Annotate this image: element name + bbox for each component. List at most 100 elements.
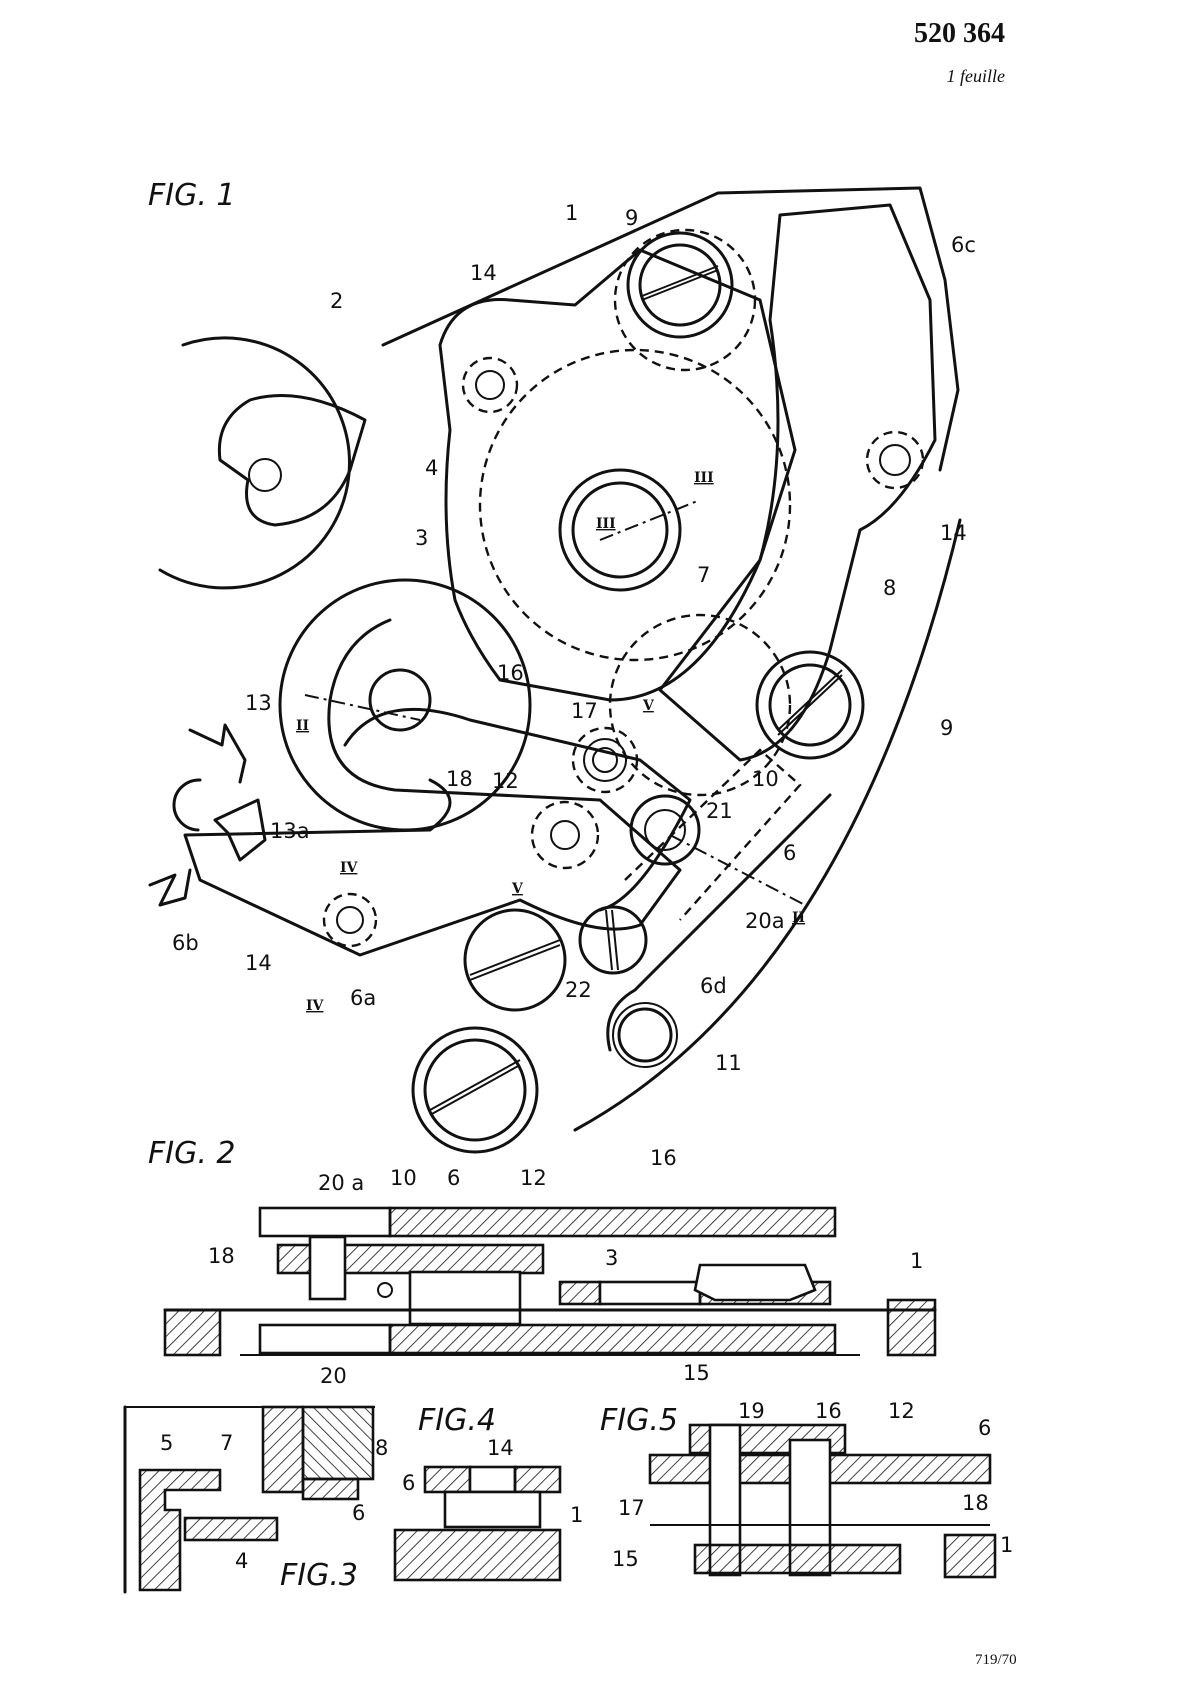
label-6: 6 — [783, 841, 796, 865]
fig4-label-14: 14 — [487, 1436, 514, 1460]
fig2-label-16: 16 — [650, 1146, 677, 1170]
figure-5: FIG.5 19 16 12 6 17 18 15 1 — [600, 1399, 1013, 1579]
figure-3: FIG.3 5 7 8 6 4 — [123, 1405, 388, 1594]
fig4-title: FIG.4 — [418, 1403, 496, 1438]
fig2-plate-1 — [886, 1298, 937, 1357]
label-2: 2 — [330, 289, 343, 313]
fig5-plate-1 — [943, 1533, 997, 1579]
fig4-label-6: 6 — [402, 1471, 415, 1495]
fig5-label-15: 15 — [612, 1547, 639, 1571]
label-20a: 20a — [745, 909, 785, 933]
fig2-title: FIG. 2 — [148, 1136, 236, 1171]
fig5-label-12: 12 — [888, 1399, 915, 1423]
lever-4 — [438, 248, 797, 702]
section-mark-III-center: III — [596, 516, 616, 532]
footer-code: 719/70 — [975, 1652, 1017, 1668]
stud-14-right — [865, 430, 925, 490]
fig2-jewel — [693, 1263, 817, 1302]
fig2-label-12: 12 — [520, 1166, 547, 1190]
pin-12 — [530, 800, 600, 870]
fig5-label-17: 17 — [618, 1496, 645, 1520]
gear-dashed-7 — [478, 348, 792, 662]
label-7: 7 — [697, 563, 710, 587]
fig3-label-8: 8 — [375, 1436, 388, 1460]
label-14-lower: 14 — [245, 951, 272, 975]
bearing-7-inner — [571, 481, 669, 579]
section-line-II-left — [304, 694, 421, 721]
pawl-13a — [213, 798, 267, 862]
label-10: 10 — [752, 767, 779, 791]
screw-9-top — [626, 231, 734, 339]
fig3-title: FIG.3 — [280, 1558, 358, 1593]
fig1-title: FIG. 1 — [148, 178, 236, 213]
label-21: 21 — [706, 799, 733, 823]
patent-number: 520 364 — [914, 18, 1005, 49]
gear-dashed-upper — [613, 228, 757, 372]
label-6d: 6d — [700, 974, 727, 998]
pin-17 — [571, 726, 639, 794]
label-6b: 6b — [172, 931, 199, 955]
fig5-label-1: 1 — [1000, 1533, 1013, 1557]
label-11: 11 — [715, 1051, 742, 1075]
label-6a: 6a — [350, 986, 376, 1010]
fig3-part-6 — [301, 1477, 360, 1501]
fig2-part-15 — [388, 1323, 837, 1355]
label-1: 1 — [565, 201, 578, 225]
fig2-label-10: 10 — [390, 1166, 417, 1190]
cam-pivot — [248, 458, 282, 492]
cam-2 — [217, 394, 367, 527]
fig2-label-20: 20 — [320, 1364, 347, 1388]
tooth-6b — [148, 868, 192, 907]
fig2-wheel-3-left — [558, 1280, 602, 1306]
fig2-wheel-3-mid — [598, 1280, 702, 1306]
label-17: 17 — [571, 699, 598, 723]
sheet-count: 1 feuille — [946, 66, 1005, 86]
plate-1-lower-arc — [573, 518, 962, 1132]
pin-11 — [612, 1002, 678, 1068]
section-mark-V-bottom: V — [511, 881, 524, 897]
fig4-gap — [468, 1465, 517, 1494]
label-13a: 13a — [270, 819, 310, 843]
label-13: 13 — [245, 691, 272, 715]
spring-10-arm — [606, 793, 832, 1052]
stud-14-top — [461, 356, 519, 414]
fig2-pin-20 — [308, 1235, 347, 1301]
label-14-top: 14 — [470, 261, 497, 285]
label-14-right: 14 — [940, 521, 967, 545]
arm-6 — [183, 618, 682, 957]
fig3-part-7 — [261, 1405, 305, 1494]
figure-4: FIG.4 14 6 1 — [393, 1403, 583, 1582]
fig4-stud-14 — [443, 1490, 542, 1529]
label-9-top: 9 — [625, 206, 638, 230]
label-6c: 6c — [951, 233, 976, 257]
screw-lower-left — [463, 908, 567, 1012]
pawl-13 — [188, 723, 247, 784]
fig3-label-6: 6 — [352, 1501, 365, 1525]
fig5-label-16: 16 — [815, 1399, 842, 1423]
fig2-label-18: 18 — [208, 1244, 235, 1268]
screw-bottom — [411, 1026, 539, 1154]
fig2-spring-10 — [377, 1282, 393, 1298]
label-22: 22 — [565, 978, 592, 1002]
fig3-part-4 — [183, 1516, 279, 1542]
screw-22 — [578, 905, 648, 975]
section-mark-IV-bottom: IV — [306, 998, 325, 1014]
label-12: 12 — [492, 769, 519, 793]
fig2-part-16 — [388, 1206, 837, 1238]
section-mark-III-right: III — [694, 470, 714, 486]
fig4-part-6-right — [513, 1465, 562, 1494]
pin-21 — [629, 794, 701, 866]
ratchet-fragment — [172, 778, 202, 832]
plate-1-outline — [381, 186, 960, 472]
fig5-label-19: 19 — [738, 1399, 765, 1423]
section-mark-II-left: II — [296, 718, 309, 734]
section-mark-II-right: II — [792, 910, 805, 926]
fig4-plate-1 — [393, 1528, 562, 1582]
label-9-right: 9 — [940, 716, 953, 740]
fig2-plate-left — [163, 1308, 222, 1357]
stud-14-lower — [322, 892, 378, 948]
fig2-part-lower-left — [258, 1323, 392, 1355]
section-mark-IV-top: IV — [340, 860, 359, 876]
fig3-label-7: 7 — [220, 1431, 233, 1455]
